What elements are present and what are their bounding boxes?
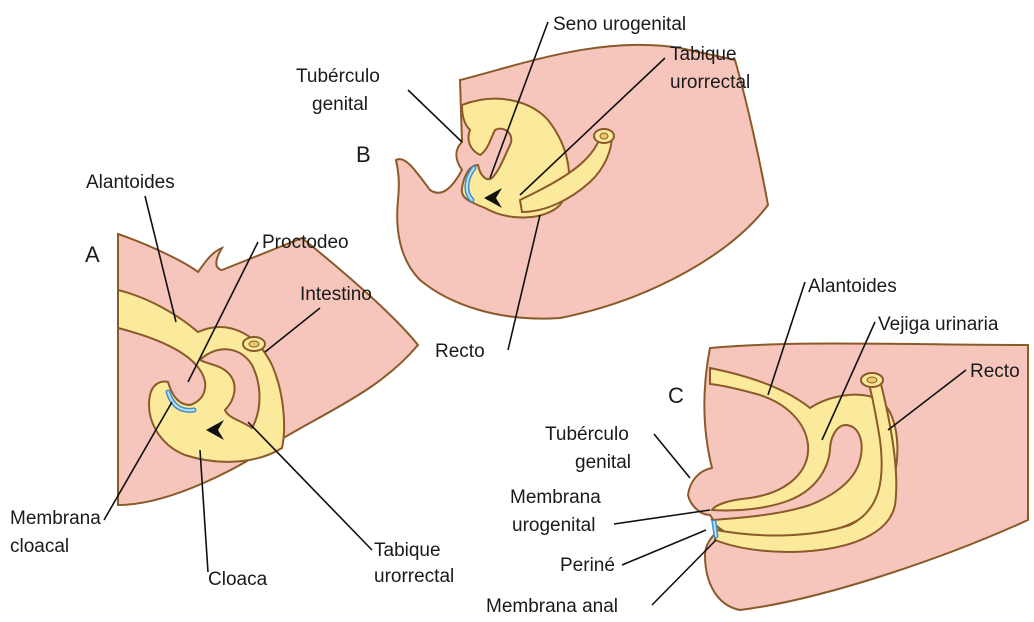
panel-a-label-membrana-2: cloacal <box>10 536 69 557</box>
panel-c: C Alantoides Vejiga urinaria Recto Tubér… <box>486 276 1028 617</box>
panel-b-label-recto: Recto <box>435 341 485 362</box>
panel-b-label-tabique-2: urorrectal <box>670 72 750 93</box>
panel-a-label-alantoides: Alantoides <box>86 172 175 193</box>
panel-a-label-membrana-1: Membrana <box>10 508 101 529</box>
panel-b-leader-tuberculo <box>408 90 462 142</box>
panel-b-label-tabique-1: Tabique <box>670 44 737 65</box>
panel-b-label-tuberculo-2: genital <box>312 94 368 115</box>
panel-b-label-tuberculo-1: Tubérculo <box>296 66 380 87</box>
panel-a-label-tabique-1: Tabique <box>374 540 441 561</box>
panel-a-label-cloaca: Cloaca <box>208 569 268 590</box>
panel-a-label-proctodeo: Proctodeo <box>262 232 349 253</box>
panel-a-label-intestino: Intestino <box>300 284 372 305</box>
panel-c-letter: C <box>668 383 684 408</box>
panel-c-label-tuberculo-2: genital <box>575 452 631 473</box>
panel-b-letter: B <box>356 142 371 167</box>
panel-a-leader-tabique <box>248 422 372 550</box>
panel-b-label-seno: Seno urogenital <box>553 14 686 35</box>
panel-c-label-membrana-uro-2: urogenital <box>512 515 595 536</box>
panel-c-label-membrana-anal: Membrana anal <box>486 596 618 617</box>
panel-a-label-tabique-2: urorrectal <box>374 566 454 587</box>
panel-a-letter: A <box>85 242 100 267</box>
panel-c-label-tuberculo-1: Tubérculo <box>545 424 629 445</box>
panel-a: A Alantoides Proctodeo Intestino Membran… <box>10 172 454 590</box>
panel-c-label-perine: Periné <box>560 555 615 576</box>
panel-c-leader-membrana-uro <box>614 510 710 524</box>
panel-c-label-vejiga: Vejiga urinaria <box>878 314 999 335</box>
panel-c-label-membrana-uro-1: Membrana <box>510 487 601 508</box>
panel-c-label-recto: Recto <box>970 361 1020 382</box>
panel-c-leader-perine <box>622 530 706 565</box>
panel-c-label-alantoides: Alantoides <box>808 276 897 297</box>
panel-c-leader-tuberculo <box>654 434 690 478</box>
